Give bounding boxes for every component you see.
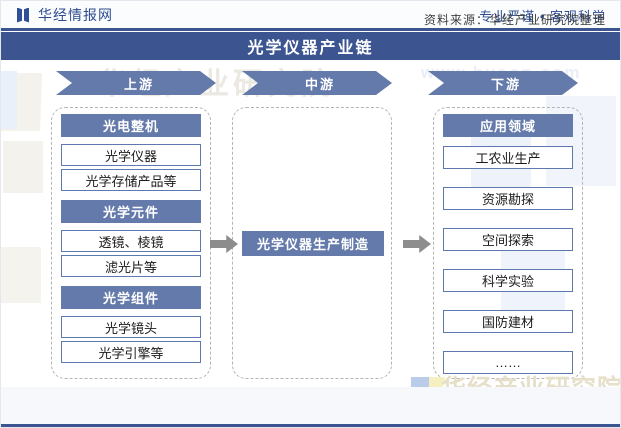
- group-header-optoelectronic-machines: 光电整机: [61, 114, 201, 137]
- stage-banner-midstream: 中游: [242, 71, 392, 95]
- list-item: 透镜、棱镜: [61, 230, 201, 252]
- stage-container-downstream: [433, 107, 583, 379]
- source-note: 资料来源：华经产业研究院整理: [423, 13, 606, 27]
- stage-banner-downstream: 下游: [428, 71, 578, 95]
- list-item: ……: [443, 351, 573, 374]
- list-item: 资源勘探: [443, 187, 573, 210]
- list-item: 科学实验: [443, 269, 573, 292]
- watermark-shape-left-blue: [1, 71, 17, 129]
- core-process-box: 光学仪器生产制造: [242, 231, 384, 256]
- book-mark-icon: [17, 7, 31, 23]
- list-item: 光学仪器: [61, 144, 201, 166]
- group-header-optical-assemblies: 光学组件: [61, 286, 201, 309]
- list-item: 光学镜头: [61, 316, 201, 338]
- list-item: 工农业生产: [443, 146, 573, 169]
- tagline: 专业严谨 • 客观科学: [479, 9, 606, 24]
- watermark-shape-left-2: [3, 141, 43, 193]
- group-header-optical-elements: 光学元件: [61, 200, 201, 223]
- list-item: 光学引擎等: [61, 341, 201, 363]
- list-item: 国防建材: [443, 310, 573, 333]
- brand-name: 华经情报网: [38, 7, 113, 23]
- page-title: 光学仪器产业链: [1, 32, 620, 60]
- arrow-midstream-to-downstream: [403, 235, 431, 253]
- list-item: 滤光片等: [61, 255, 201, 277]
- group-header-application-fields: 应用领域: [443, 114, 573, 137]
- list-item: 空间探索: [443, 228, 573, 251]
- watermark-shape-left-1: [1, 73, 43, 131]
- brand: 华经情报网: [17, 5, 113, 25]
- footer-bar: [1, 387, 620, 427]
- list-item: 光学存储产品等: [61, 169, 201, 191]
- watermark-shape-left-3: [1, 247, 41, 303]
- stage-banner-upstream: 上游: [56, 71, 216, 95]
- top-bar: 华经情报网 专业严谨 • 客观科学: [1, 1, 620, 31]
